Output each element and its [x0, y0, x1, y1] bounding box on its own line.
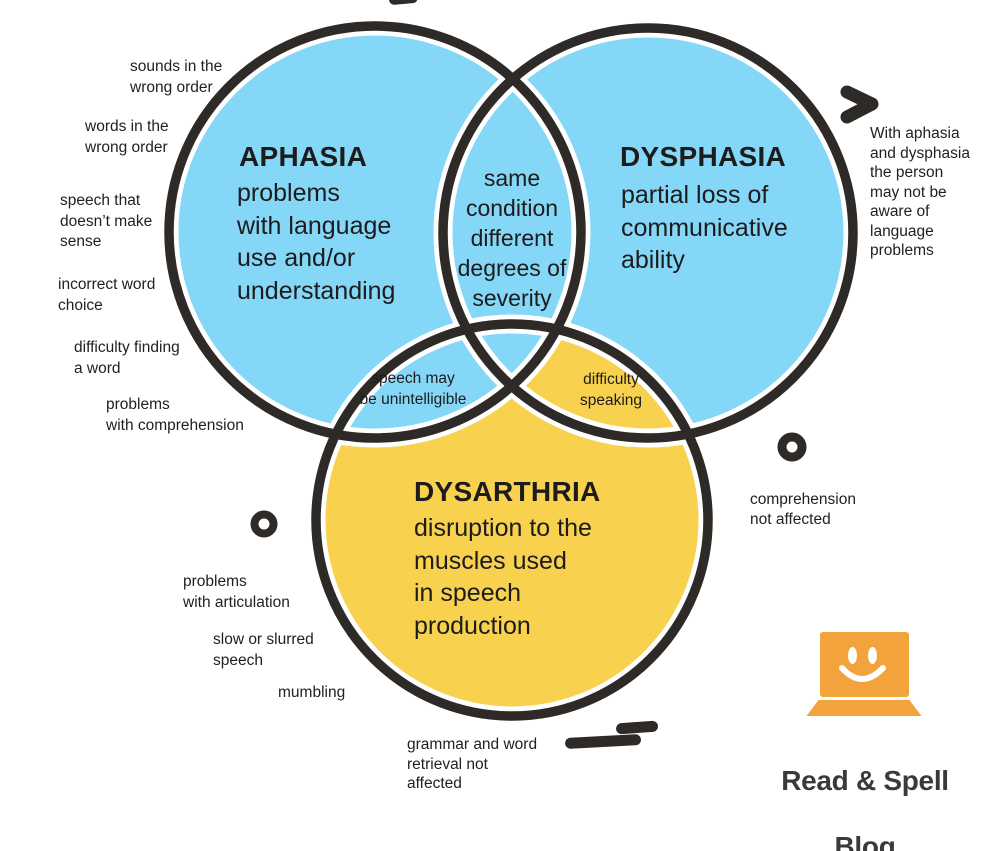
smiley-left-eye-icon — [848, 647, 857, 664]
ring-icon-left — [250, 510, 278, 538]
logo-line-2: Blog — [834, 831, 896, 851]
note-awareness: With aphasia and dysphasia the person ma… — [870, 125, 970, 259]
label-problems-comprehension: problems with comprehension — [106, 396, 244, 434]
overlap-aphasia-dysphasia-label: same condition different degrees of seve… — [457, 165, 567, 311]
aphasia-circle-outline — [164, 21, 586, 443]
dysarthria-title: DYSARTHRIA — [414, 476, 601, 507]
top-partial-dash-icon — [388, 0, 418, 5]
label-mumbling: mumbling — [278, 684, 346, 701]
chevron-right-icon — [840, 85, 879, 124]
dysphasia-circle-outline — [438, 23, 858, 443]
logo-line-1: Read & Spell — [781, 765, 949, 796]
note-grammar-not-affected: grammar and word retrieval not affected — [407, 736, 538, 792]
dash-icon-long — [565, 734, 641, 749]
smiley-smile-icon — [839, 665, 886, 682]
label-words-wrong-order: words in the wrong order — [85, 118, 169, 156]
dysarthria-description: disruption to the muscles used in speech… — [414, 514, 592, 640]
laptop-screen-icon — [820, 632, 909, 697]
smiley-right-eye-icon — [868, 647, 877, 664]
dysphasia-title: DYSPHASIA — [620, 141, 787, 172]
note-comprehension-not-affected: comprehension not affected — [750, 491, 856, 528]
aphasia-title: APHASIA — [239, 141, 368, 172]
laptop-base-icon — [806, 700, 922, 716]
label-incorrect-word-choice: incorrect word choice — [58, 276, 156, 314]
ring-icon-right — [777, 432, 807, 462]
overlap-aphasia-dysarthria-label: speech may be unintelligible — [359, 370, 467, 408]
dysphasia-description: partial loss of communicative ability — [621, 181, 788, 274]
dysarthria-circle-outline — [311, 319, 713, 721]
read-and-spell-logo — [806, 632, 922, 716]
aphasia-description: problems with language use and/or unders… — [237, 179, 396, 305]
overlap-dysphasia-dysarthria-label: difficulty speaking — [579, 371, 643, 409]
label-sounds-wrong-order: sounds in the wrong order — [130, 58, 223, 96]
label-difficulty-finding-word: difficulty finding a word — [74, 339, 180, 377]
dash-icon-short — [616, 720, 658, 735]
label-speech-no-sense: speech that doesn’t make sense — [60, 192, 153, 250]
label-problems-articulation: problems with articulation — [183, 573, 290, 611]
label-slow-slurred-speech: slow or slurred speech — [213, 631, 314, 669]
logo-wordmark: Read & Spell Blog — [770, 731, 960, 851]
